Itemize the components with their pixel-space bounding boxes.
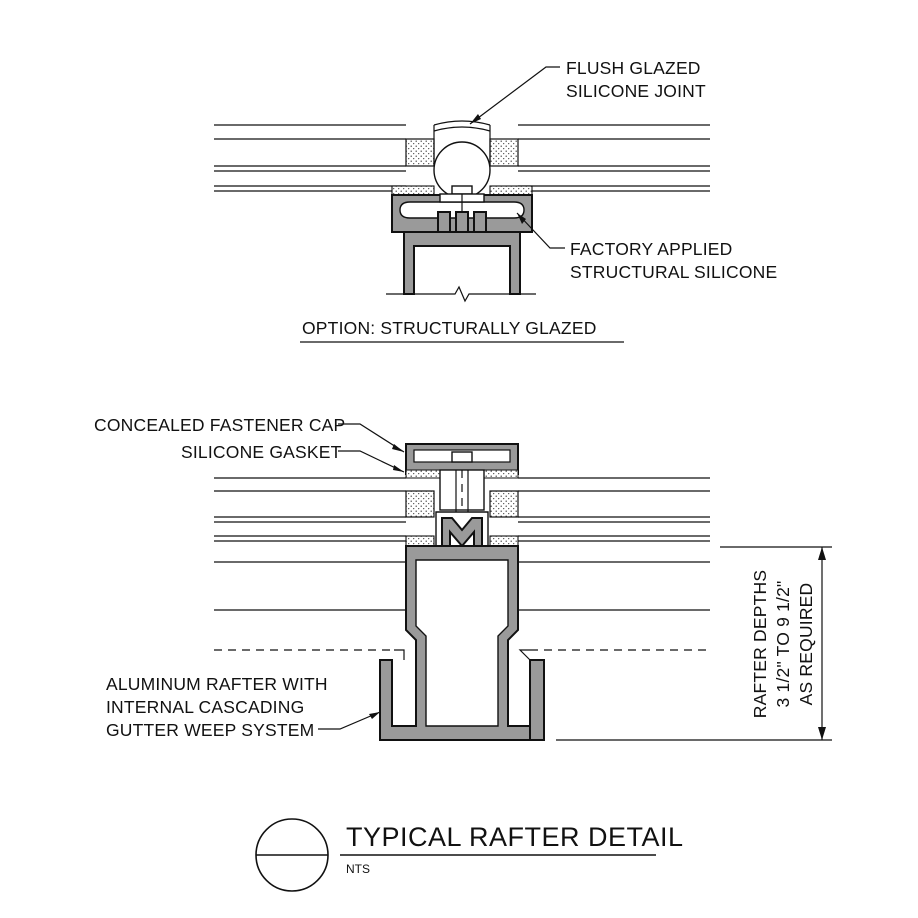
- label-rafter-1: ALUMINUM RAFTER WITH: [106, 674, 328, 694]
- detail-title: TYPICAL RAFTER DETAIL: [346, 822, 684, 852]
- structural-silicone-right: [489, 185, 533, 196]
- spacer-left: [405, 138, 435, 167]
- label-flush-glazed-2: SILICONE JOINT: [566, 81, 706, 101]
- label-concealed-cap: CONCEALED FASTENER CAP: [94, 415, 345, 435]
- bottom-glass-left: [214, 477, 406, 651]
- silicone-joint: [433, 120, 491, 126]
- bottom-glass-right: [518, 477, 710, 651]
- bottom-spacer-right: [489, 490, 519, 518]
- rafter-top-section: [403, 231, 521, 295]
- label-flush-glazed-1: FLUSH GLAZED: [566, 58, 701, 78]
- glass-pane-right: [518, 124, 710, 192]
- break-line: [386, 285, 536, 303]
- typical-rafter-detail: [214, 443, 710, 741]
- label-silicone-gasket: SILICONE GASKET: [181, 442, 342, 462]
- detail-scale: NTS: [346, 862, 370, 876]
- label-rafter-3: GUTTER WEEP SYSTEM: [106, 720, 314, 740]
- rafter-depth-dimension: [556, 546, 832, 741]
- label-depth-1: RAFTER DEPTHS: [750, 570, 770, 718]
- title-block: TYPICAL RAFTER DETAIL NTS: [255, 818, 684, 892]
- fastener-head-icon: [451, 185, 473, 195]
- label-factory-2: STRUCTURAL SILICONE: [570, 262, 777, 282]
- label-depth-2: 3 1/2" TO 9 1/2": [773, 581, 793, 708]
- option-caption: OPTION: STRUCTURALLY GLAZED: [302, 318, 597, 338]
- label-rafter-2: INTERNAL CASCADING: [106, 697, 304, 717]
- screw-head-icon: [451, 451, 473, 463]
- bottom-spacer-left: [405, 490, 435, 518]
- spacer-right: [489, 138, 519, 167]
- label-factory-1: FACTORY APPLIED: [570, 239, 733, 259]
- structural-glazed-detail: [214, 120, 710, 303]
- glass-pane-left: [214, 124, 406, 192]
- label-depth-3: AS REQUIRED: [796, 583, 816, 706]
- structural-silicone-left: [391, 185, 435, 196]
